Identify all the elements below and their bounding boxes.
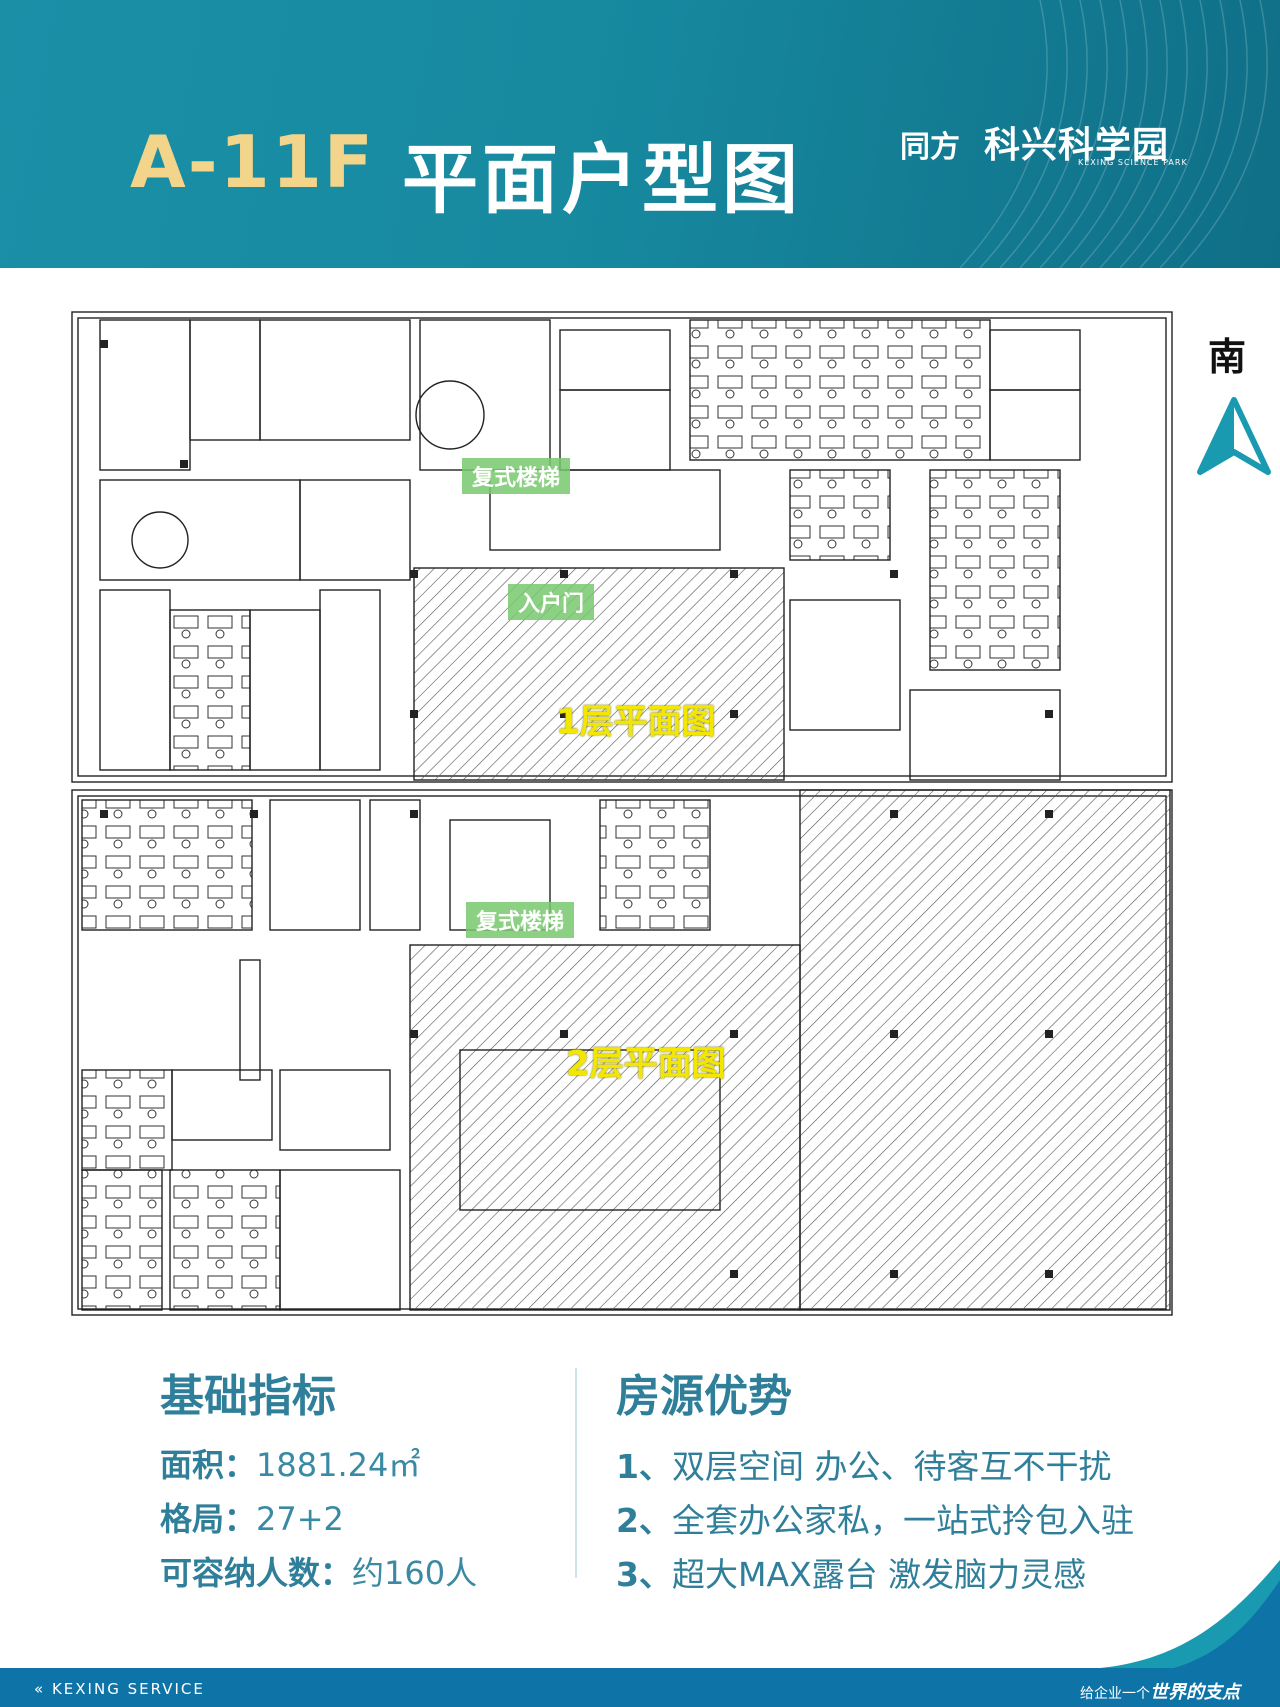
advantage-item: 2、全套办公家私，一站式拎包入驻	[616, 1494, 1134, 1542]
header-banner: A-11F 平面户型图 同方 科兴科学园 KEXING SCIENCE PARK	[0, 0, 1280, 268]
area-key: 面积：	[160, 1446, 257, 1484]
brand-name: 科兴科学园	[984, 125, 1170, 166]
footer-service: « KEXING SERVICE	[34, 1680, 205, 1698]
double-chevron-left-icon: «	[34, 1680, 46, 1698]
footer-slogan-emphasis: 世界的支点	[1150, 1682, 1240, 1703]
advantage-text: 超大MAX露台 激发脑力灵感	[671, 1555, 1087, 1594]
brand-prefix: 同方	[900, 130, 960, 165]
area-value: 1881.24㎡	[256, 1446, 421, 1484]
floor1-label: 1层平面图	[556, 702, 716, 742]
advantage-number: 3、	[616, 1555, 672, 1594]
advantage-item: 1、双层空间 办公、待客互不干扰	[616, 1440, 1111, 1488]
compass: 南	[1196, 326, 1280, 476]
advantage-item: 3、超大MAX露台 激发脑力灵感	[616, 1548, 1086, 1596]
footer-service-text: KEXING SERVICE	[51, 1680, 205, 1698]
duplex-stairs-label-bottom: 复式楼梯	[466, 902, 575, 938]
indicators-title: 基础指标	[160, 1371, 336, 1422]
entrance-label: 入户门	[508, 584, 595, 620]
footer-slogan-prefix: 给企业一个	[1080, 1686, 1150, 1702]
compass-label: 南	[1208, 335, 1247, 379]
advantage-number: 1、	[616, 1447, 672, 1486]
capacity-key: 可容纳人数：	[160, 1554, 353, 1592]
section-divider	[575, 1368, 577, 1578]
advantages-title: 房源优势	[616, 1371, 792, 1422]
title-code: A-11F	[130, 120, 375, 204]
advantage-number: 2、	[616, 1501, 672, 1540]
north-arrow-icon	[1197, 397, 1271, 475]
decorative-stripes	[959, 0, 1268, 268]
footer-slogan: 给企业一个世界的支点	[1080, 1678, 1240, 1704]
footer-bar	[0, 1668, 1280, 1707]
advantage-text: 全套办公家私，一站式拎包入驻	[671, 1501, 1134, 1540]
floor-plan: 复式楼梯 入户门 1层平面图 复式楼梯 2层平面图	[70, 310, 1180, 1320]
layout-key: 格局：	[160, 1500, 257, 1538]
floor-plan-drawing	[71, 311, 1173, 1316]
advantage-text: 双层空间 办公、待客互不干扰	[671, 1447, 1112, 1486]
layout-row: 格局：27+2	[160, 1494, 344, 1540]
capacity-value: 约160人	[352, 1554, 478, 1592]
capacity-row: 可容纳人数：约160人	[160, 1548, 477, 1594]
floor2-label: 2层平面图	[566, 1044, 726, 1084]
brand-subtitle: KEXING SCIENCE PARK	[1078, 158, 1188, 167]
area-row: 面积：1881.24㎡	[160, 1440, 420, 1486]
layout-value: 27+2	[256, 1500, 344, 1538]
duplex-stairs-label-top: 复式楼梯	[462, 458, 571, 494]
page-title: 平面户型图	[402, 135, 802, 224]
